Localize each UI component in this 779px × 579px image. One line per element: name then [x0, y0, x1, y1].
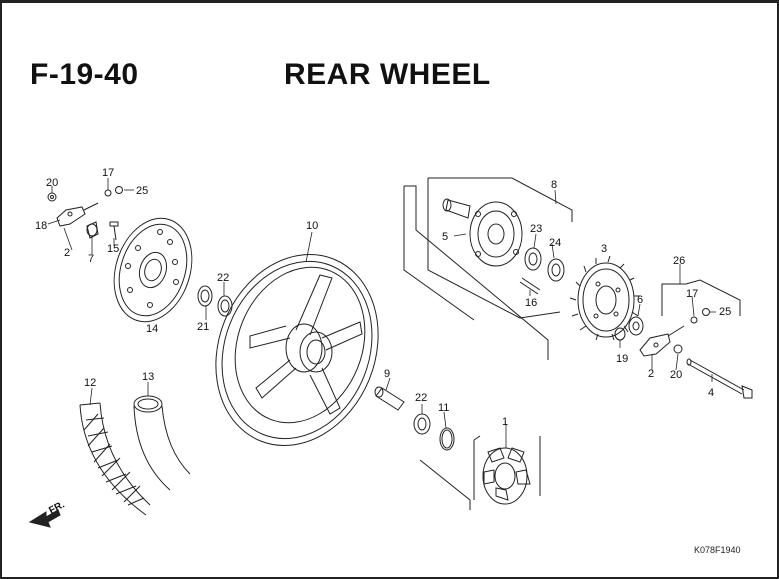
callout-12: 12 [84, 377, 96, 389]
assembly-outline [403, 177, 741, 510]
callout-17: 17 [686, 288, 698, 300]
callout-2: 2 [648, 368, 654, 380]
final-driven-flange [442, 198, 523, 267]
figure-title: REAR WHEEL [284, 58, 491, 91]
flange-bearings [524, 247, 565, 282]
callout-4: 4 [708, 387, 714, 399]
left-bearings [197, 285, 233, 317]
callout-25: 25 [719, 306, 731, 318]
callout-14: 14 [146, 323, 158, 335]
callout-13: 13 [142, 371, 154, 383]
sprocket-collar [628, 316, 644, 336]
right-bearing-and-oring [413, 413, 455, 451]
callout-22: 22 [217, 272, 229, 284]
callout-2: 2 [64, 247, 70, 259]
front-direction-arrow [28, 509, 61, 528]
stud-bolt [519, 277, 541, 295]
callout-16: 16 [525, 297, 537, 309]
driven-sprocket [569, 255, 640, 341]
rear-tyre [79, 402, 151, 516]
callout-22: 22 [415, 392, 427, 404]
callout-19: 19 [616, 353, 628, 365]
diagram-reference-code: K078F1940 [694, 545, 741, 555]
callout-8: 8 [551, 179, 557, 191]
damper-rubber [473, 435, 541, 505]
callout-15: 15 [107, 243, 119, 255]
callout-7: 7 [88, 253, 94, 265]
callout-5: 5 [442, 231, 448, 243]
axle-collar [374, 386, 405, 411]
figure-code: F-19-40 [30, 58, 139, 91]
callout-17: 17 [102, 167, 114, 179]
callout-21: 21 [197, 321, 209, 333]
callout-24: 24 [549, 237, 561, 249]
brake-disc [113, 217, 193, 323]
rear-axle [686, 358, 753, 399]
callout-23: 23 [530, 223, 542, 235]
callout-18: 18 [35, 220, 47, 232]
right-axle-adjuster [614, 308, 710, 357]
callout-10: 10 [306, 220, 318, 232]
callout-11: 11 [438, 402, 449, 414]
inner-tube [133, 395, 191, 491]
callout-20: 20 [46, 177, 58, 189]
callout-6: 6 [637, 294, 643, 306]
callout-25: 25 [136, 185, 148, 197]
callout-20: 20 [670, 369, 682, 381]
leader-lines [47, 178, 716, 448]
callout-3: 3 [601, 243, 607, 255]
front-direction-label: FR. [47, 499, 67, 516]
callout-26: 26 [673, 255, 685, 267]
callout-9: 9 [384, 368, 390, 380]
callout-1: 1 [502, 416, 508, 428]
rear-wheel-rim [215, 254, 379, 446]
left-axle-adjuster [47, 186, 123, 241]
